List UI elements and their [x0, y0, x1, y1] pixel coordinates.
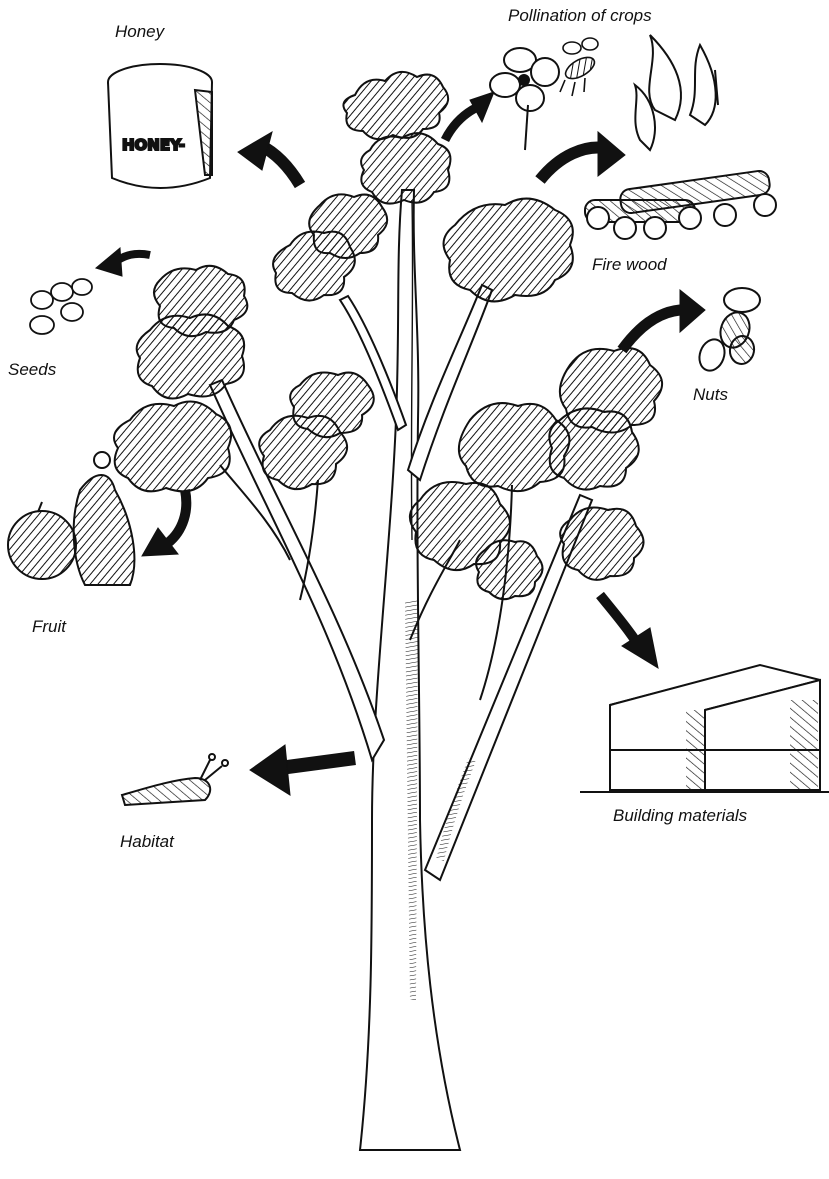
nuts-icon: [695, 288, 760, 374]
label-building-materials: Building materials: [613, 806, 747, 826]
label-fruit: Fruit: [32, 617, 66, 637]
label-habitat: Habitat: [120, 832, 174, 852]
flower-icon: [490, 48, 559, 150]
fruit-icon: [8, 452, 134, 585]
label-honey: Honey: [115, 22, 164, 42]
building-materials-icon: [580, 665, 829, 792]
seeds-icon: [30, 279, 92, 334]
arrow-to-pollination: [445, 92, 494, 140]
arrow-to-firewood: [540, 132, 625, 180]
arrow-to-honey: [238, 132, 300, 185]
label-pollination-of-crops: Pollination of crops: [508, 6, 652, 26]
arrow-to-building-materials: [600, 595, 658, 668]
label-seeds: Seeds: [8, 360, 56, 380]
firewood-icon: [585, 35, 776, 239]
arrow-to-seeds: [96, 248, 150, 276]
label-nuts: Nuts: [693, 385, 728, 405]
snail-icon: [122, 754, 228, 805]
honey-jar-icon: HONEY-: [108, 64, 212, 188]
arrow-to-habitat: [250, 745, 355, 795]
arrow-to-nuts: [622, 290, 705, 350]
label-fire-wood: Fire wood: [592, 255, 667, 275]
bee-icon: [560, 38, 598, 96]
honey-jar-label: HONEY-: [122, 136, 185, 154]
tree-trunk: [210, 190, 592, 1150]
arrow-to-fruit: [142, 490, 186, 556]
